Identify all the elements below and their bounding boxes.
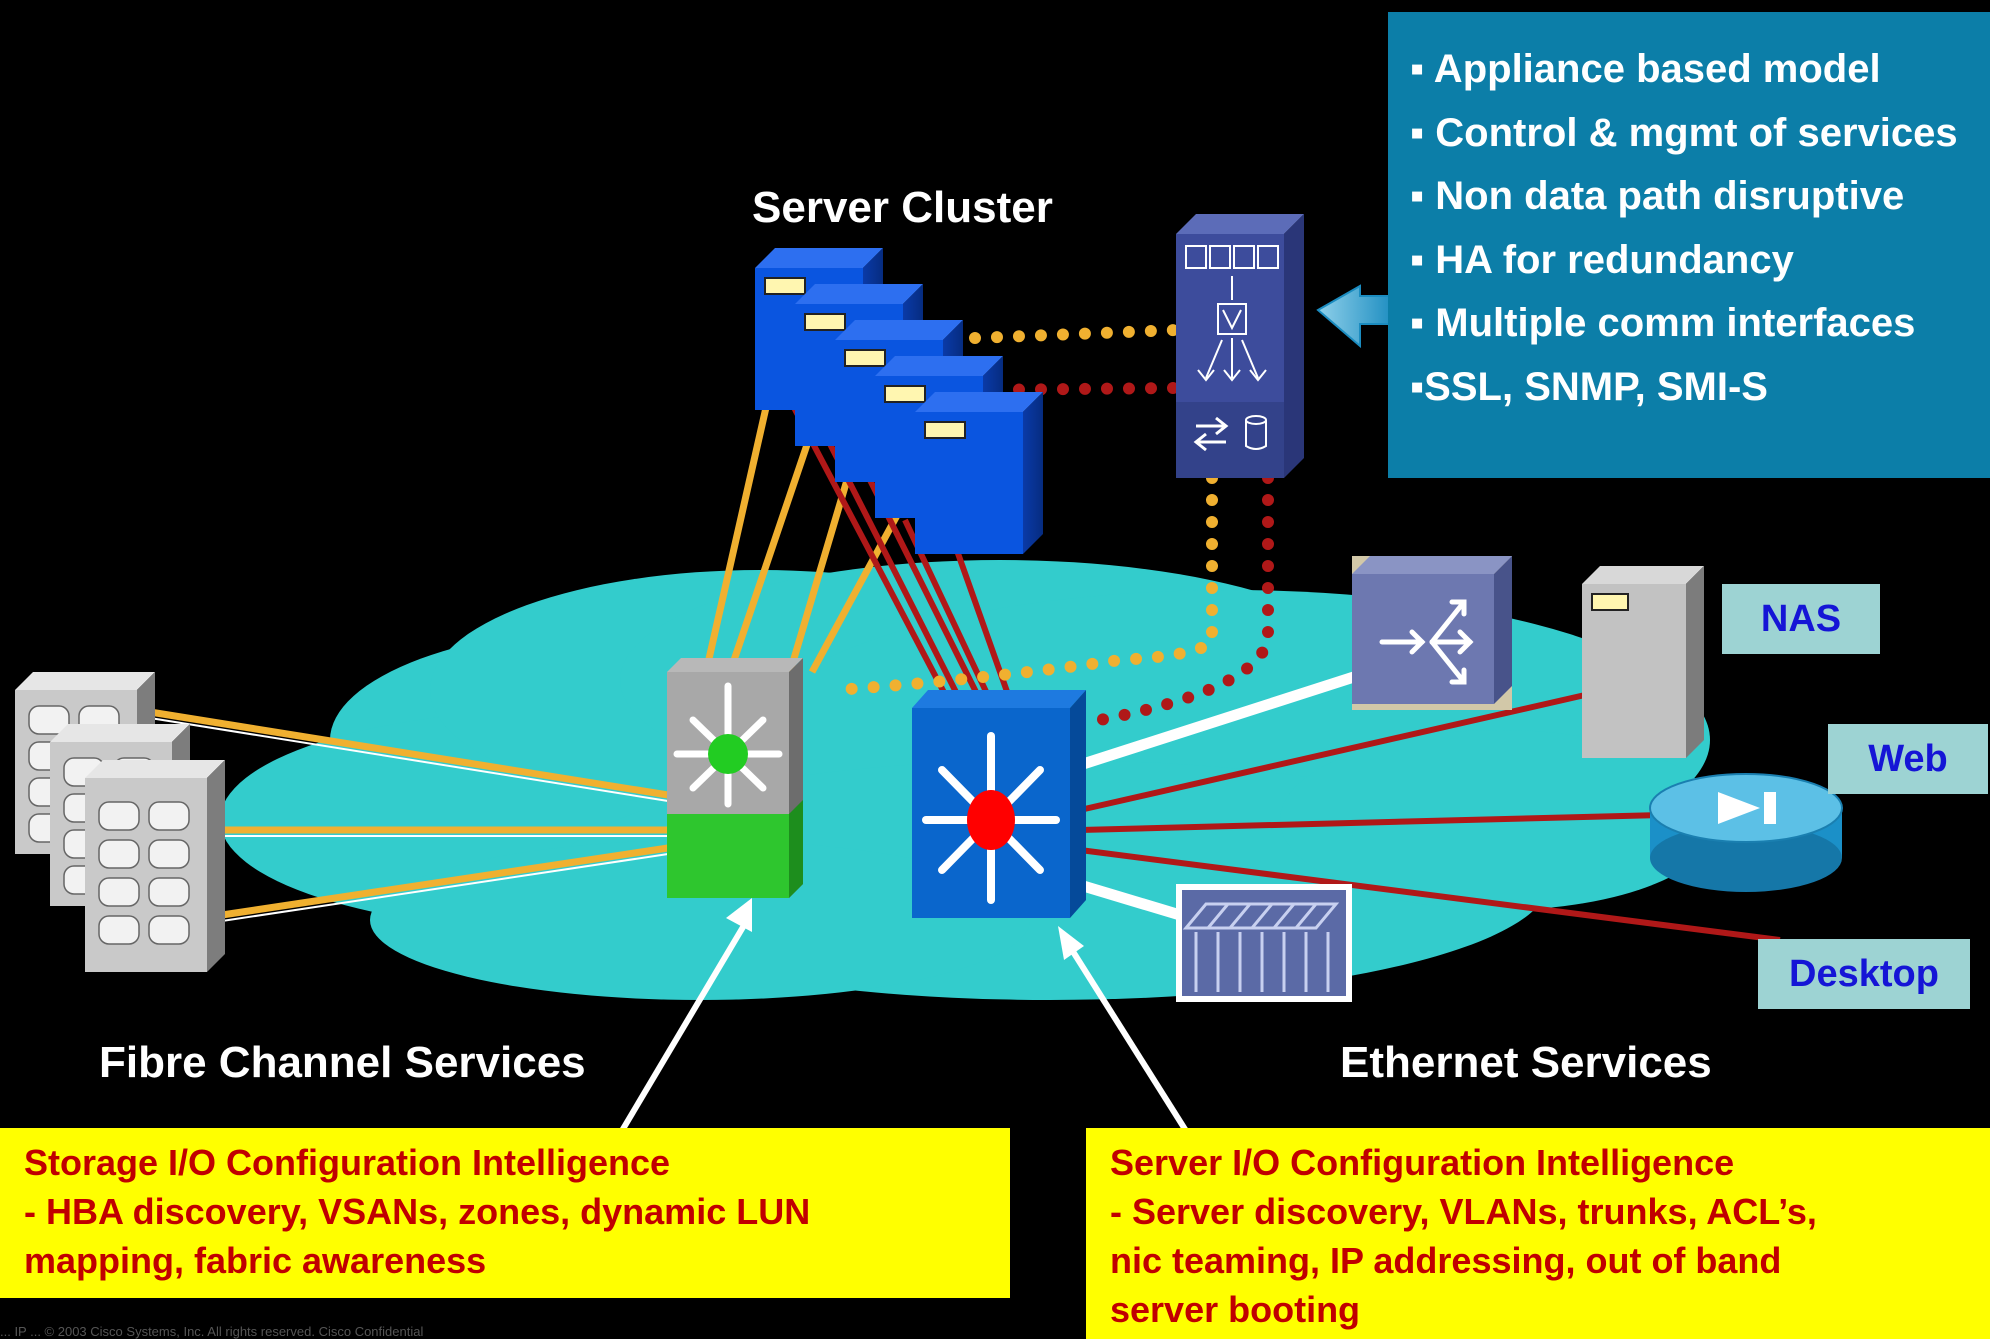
mgmt-dotted-links (829, 324, 1274, 726)
eth-links (787, 398, 1781, 943)
ethernet-switch-icon (912, 690, 1086, 918)
storage-io-line: - HBA discovery, VSANs, zones, dynamic L… (24, 1191, 811, 1232)
feature-item: ▪ Non data path disruptive (1410, 174, 1905, 218)
appliance-features-callout: ▪ Appliance based model ▪ Control & mgmt… (1388, 12, 1990, 478)
nas-label: NAS (1722, 584, 1880, 654)
content-switch-icon (1352, 556, 1512, 710)
fc-switch-icon (667, 658, 803, 898)
web-label: Web (1828, 724, 1988, 794)
server-io-callout: Server I/O Configuration Intelligence - … (1086, 1128, 1990, 1339)
storage-arrays (15, 672, 225, 972)
feature-item: ▪SSL, SNMP, SMI-S (1410, 364, 1768, 409)
server-io-line: Server I/O Configuration Intelligence (1110, 1142, 1735, 1183)
feature-item: ▪ Control & mgmt of services (1410, 110, 1958, 155)
eth-services-label: Ethernet Services (1340, 1038, 1712, 1087)
nas-server-icon (1582, 566, 1704, 758)
pointer-arrows (617, 898, 1191, 1136)
appliance-features-list: ▪ Appliance based model ▪ Control & mgmt… (1388, 12, 1990, 419)
callout-arrow-icon (1316, 284, 1396, 349)
management-appliance-icon (1176, 214, 1304, 478)
fc-services-label: Fibre Channel Services (99, 1038, 586, 1087)
desktop-label: Desktop (1758, 939, 1970, 1009)
server-icon (915, 392, 1043, 554)
feature-item: ▪ Multiple comm interfaces (1410, 301, 1916, 345)
storage-io-callout: Storage I/O Configuration Intelligence -… (0, 1128, 1010, 1298)
blade-chassis-icon (1176, 884, 1352, 1002)
eth-white-links (1078, 669, 1362, 921)
storage-io-line: mapping, fabric awareness (24, 1240, 487, 1281)
fc-links (149, 389, 904, 919)
footer-copyright: ... IP ... © 2003 Cisco Systems, Inc. Al… (0, 1324, 424, 1339)
feature-item: ▪ HA for redundancy (1410, 237, 1794, 282)
router-icon (1649, 773, 1843, 892)
server-cluster-label: Server Cluster (752, 183, 1053, 232)
server-io-line: nic teaming, IP addressing, out of band (1110, 1240, 1782, 1281)
storage-array-icon (85, 760, 225, 972)
server-io-line: server booting (1110, 1289, 1361, 1330)
feature-item: ▪ Appliance based model (1410, 47, 1881, 91)
storage-io-line: Storage I/O Configuration Intelligence (24, 1142, 671, 1183)
fc-link-highlights (149, 717, 669, 922)
server-cluster (755, 248, 1043, 554)
server-io-line: - Server discovery, VLANs, trunks, ACL’s… (1110, 1191, 1817, 1232)
